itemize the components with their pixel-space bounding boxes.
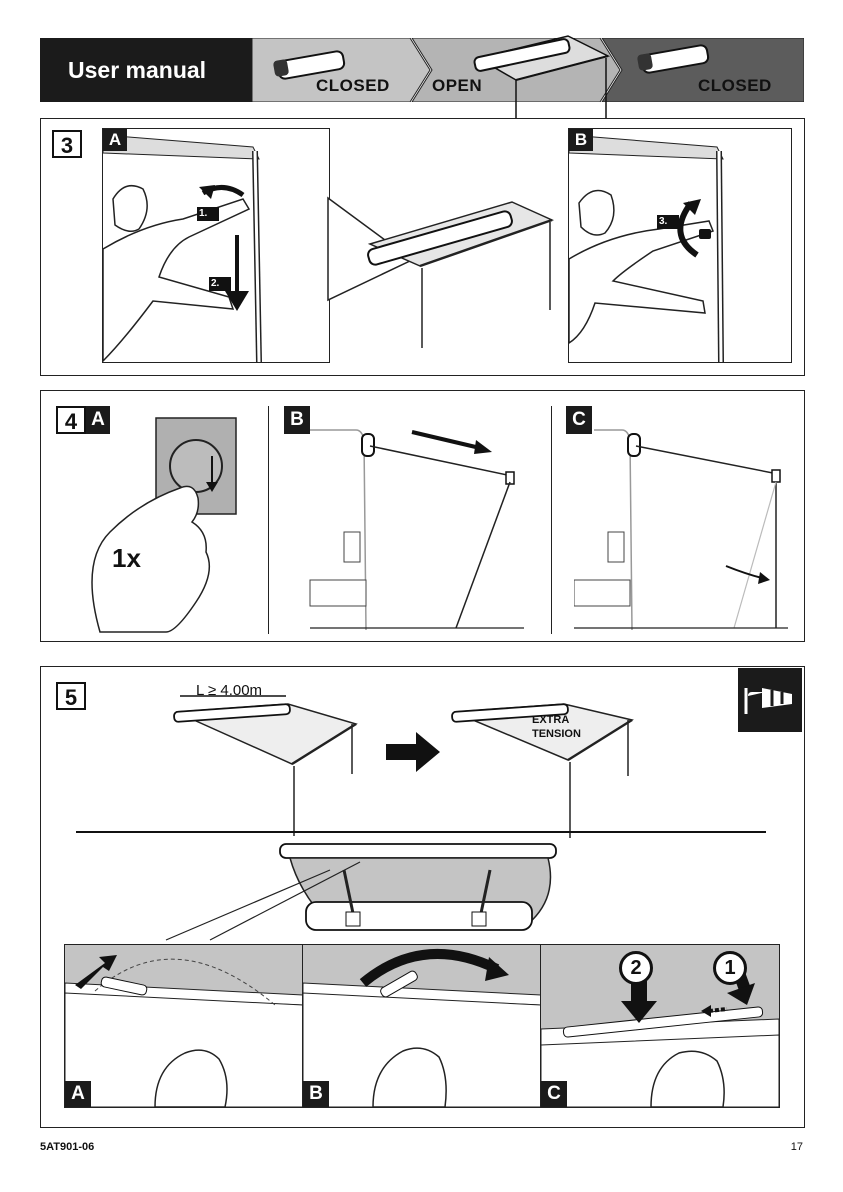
step-5-panel-b: B: [302, 944, 542, 1108]
step-number: 3: [52, 130, 82, 158]
divider: [268, 406, 269, 634]
awning-top-view-illustration: [160, 840, 580, 950]
document-code: 5AT901-06: [40, 1141, 94, 1153]
order-marker-1: 1: [713, 951, 747, 985]
panel-letter: A: [103, 129, 127, 151]
step-tag: 1.: [199, 208, 207, 219]
order-marker-2: 2: [619, 951, 653, 985]
panel-letter: B: [303, 1081, 329, 1107]
awning-closed-icon: [636, 42, 716, 76]
panel-letter: B: [569, 129, 593, 151]
page-number: 17: [791, 1141, 803, 1153]
manual-title: User manual: [40, 38, 252, 102]
person-locking-awning-illustration: [569, 129, 791, 362]
press-count-label: 1x: [112, 543, 141, 574]
person-lifting-rafter-illustration: [65, 945, 303, 1107]
stage-label-closed: CLOSED: [316, 76, 390, 96]
long-awning-illustration: [170, 690, 370, 840]
step-5-panel-c: C 2 1: [540, 944, 780, 1108]
stage-label-closed: CLOSED: [698, 76, 772, 96]
length-label: L ≥ 4.00m: [196, 682, 262, 699]
open-awning-illustration: [326, 190, 566, 350]
person-pulling-awning-illustration: [103, 129, 329, 362]
step-5-panel-a: A: [64, 944, 304, 1108]
ground-line: [76, 831, 766, 833]
awning-leg-lowering-illustration: [574, 420, 794, 632]
windsock-icon: [738, 668, 802, 732]
header-banner: User manual CLOSED OPEN CLOSED: [40, 38, 804, 102]
wind-warning-badge: [738, 668, 802, 732]
step-3-panel-a: A 1. 2.: [102, 128, 330, 363]
person-swinging-rafter-illustration: [303, 945, 541, 1107]
step-tag: 3.: [659, 216, 667, 227]
tension-label-line-2: TENSION: [532, 728, 581, 740]
stage-label-open: OPEN: [432, 76, 482, 96]
panel-letter: C: [541, 1081, 567, 1107]
hand-pressing-switch-illustration: [60, 412, 260, 636]
divider: [551, 406, 552, 634]
step-number: 5: [56, 682, 86, 710]
awning-extending-illustration: [290, 420, 540, 632]
step-tag: 2.: [211, 278, 219, 289]
tension-label-line-1: EXTRA: [532, 714, 569, 726]
step-3-panel-b: B 3.: [568, 128, 792, 363]
right-arrow-icon: [386, 732, 442, 772]
panel-letter: A: [65, 1081, 91, 1107]
